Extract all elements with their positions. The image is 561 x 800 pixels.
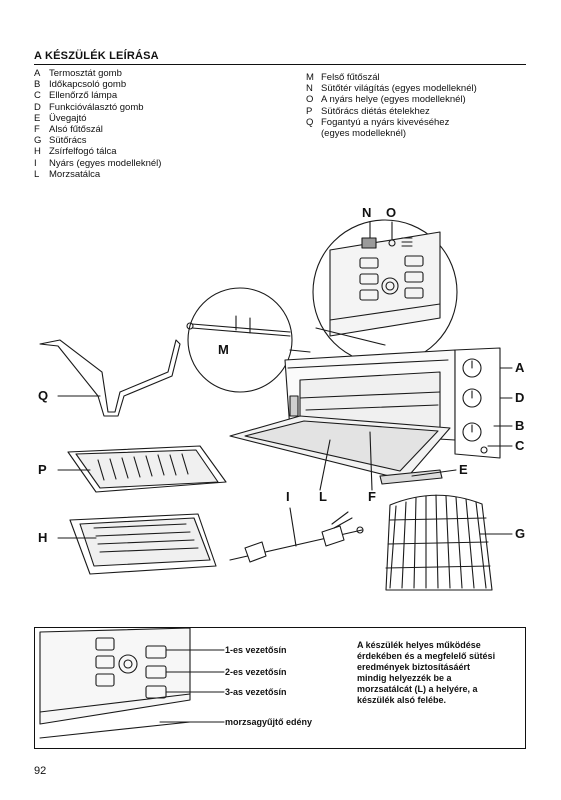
legend-key: L [34, 168, 40, 180]
legend-key: A [34, 68, 41, 79]
legend-text: Sütőrács [49, 135, 87, 147]
shelf-label-3: 3-as vezetősín [225, 687, 287, 697]
legend-item: P Sütőrács diétás ételekhez [306, 106, 477, 117]
callout-n: N [362, 205, 372, 220]
callout-l: L [319, 489, 327, 504]
legend-item: Q Fogantyú a nyárs kivevéséhez [306, 117, 477, 128]
legend-right: M Felső fűtőszál N Sütőtér világítás (egye… [306, 72, 477, 139]
legend-key: Q [306, 116, 314, 128]
legend-text: Sütőrács diétás ételekhez [321, 105, 430, 117]
callout-d: D [515, 390, 525, 405]
legend-key: E [34, 112, 41, 124]
callout-p: P [38, 462, 47, 477]
legend-item: F Alsó fűtőszál [34, 124, 161, 135]
drip-tray [69, 513, 217, 575]
note-line: eredmények biztosításáért [357, 662, 471, 672]
shelf-position-diagram [39, 627, 225, 739]
legend-item: H Zsírfelfogó tálca [34, 146, 161, 157]
legend-key: F [34, 124, 40, 136]
wire-rack [385, 494, 493, 591]
legend-key: O [306, 94, 314, 106]
callout-g: G [515, 526, 526, 541]
callout-m: M [218, 342, 229, 357]
callout-e: E [459, 462, 468, 477]
legend-text: Morzsatálca [49, 168, 101, 180]
callout-o: O [386, 205, 397, 220]
legend-text: Zsírfelfogó tálca [49, 146, 117, 158]
lamp-icon [361, 237, 377, 249]
legend-item: A Termosztát gomb [34, 68, 161, 79]
note-line: készülék alsó felébe. [357, 695, 447, 705]
heating-element-detail [186, 287, 293, 393]
page-number: 92 [34, 765, 47, 777]
legend-text: A nyárs helye (egyes modelleknél) [321, 94, 466, 106]
rotisserie-spit [229, 511, 364, 563]
callout-h: H [38, 530, 48, 545]
legend-item: C Ellenőrző lámpa [34, 90, 161, 101]
title-rule [34, 64, 526, 65]
crumb-collector-label: morzsagyűjtő edény [225, 717, 313, 727]
legend-text: Ellenőrző lámpa [49, 90, 118, 102]
legend-text: Nyárs (egyes modelleknél) [49, 157, 162, 169]
shelf-label-2: 2-es vezetősín [225, 667, 287, 677]
callout-f: F [368, 489, 376, 504]
legend-item: E Üvegajtó [34, 113, 161, 124]
callout-b: B [515, 418, 525, 433]
legend-left: A Termosztát gomb B Időkapcsoló gomb C Elle… [34, 68, 161, 180]
callout-i: I [286, 489, 290, 504]
legend-key: I [34, 157, 37, 169]
legend-key: H [34, 146, 41, 158]
legend-text: (egyes modelleknél) [321, 128, 407, 140]
note-line: A készülék helyes működése [357, 640, 481, 650]
legend-key: P [306, 105, 313, 117]
legend-text: Felső fűtőszál [321, 72, 380, 83]
legend-key: N [306, 83, 313, 95]
legend-text: Sütőtér világítás (egyes modelleknél) [321, 83, 477, 95]
legend-text: Fogantyú a nyárs kivevéséhez [321, 116, 450, 128]
legend-key: M [306, 72, 314, 83]
section-title: A KÉSZÜLÉK LEÍRÁSA [34, 50, 159, 62]
legend-text: Időkapcsoló gomb [49, 79, 127, 91]
legend-item: L Morzsatálca [34, 169, 161, 180]
legend-key: C [34, 90, 41, 102]
note-line: mindig helyezzék be a [357, 673, 452, 683]
oven-body [284, 347, 501, 459]
legend-item: M Felső fűtőszál [306, 72, 477, 83]
legend-item: D Funkcióválasztó gomb [34, 102, 161, 113]
legend-item: G Sütőrács [34, 135, 161, 146]
oven-interior-detail [312, 219, 458, 365]
spit-handle [39, 339, 181, 417]
glass-door [229, 415, 451, 481]
callout-c: C [515, 438, 525, 453]
legend-item: B Időkapcsoló gomb [34, 79, 161, 90]
legend-key: D [34, 101, 41, 113]
legend-text: Alsó fűtőszál [49, 124, 103, 136]
note-text: A készülék helyes működése érdekében és … [357, 640, 517, 706]
legend-key: G [34, 135, 42, 147]
callout-q: Q [38, 388, 49, 403]
note-line: érdekében és a megfelelő sütési [357, 651, 496, 661]
callout-a: A [515, 360, 525, 375]
legend-text: Termosztát gomb [49, 68, 122, 79]
note-line: morzsatálcát (L) a helyére, a [357, 684, 478, 694]
diet-rack [67, 445, 227, 493]
legend-item: O A nyárs helye (egyes modelleknél) [306, 94, 477, 105]
legend-item: N Sütőtér világítás (egyes modelleknél) [306, 83, 477, 94]
legend-item: I Nyárs (egyes modelleknél) [34, 158, 161, 169]
crumb-tray-note-box: 1-es vezetősín 2-es vezetősín 3-as vezet… [34, 627, 526, 749]
shelf-label-1: 1-es vezetősín [225, 645, 287, 655]
legend-text: Üvegajtó [49, 112, 87, 124]
legend-text: Funkcióválasztó gomb [49, 101, 144, 113]
legend-key: B [34, 79, 41, 91]
legend-item: (egyes modelleknél) [306, 128, 477, 139]
